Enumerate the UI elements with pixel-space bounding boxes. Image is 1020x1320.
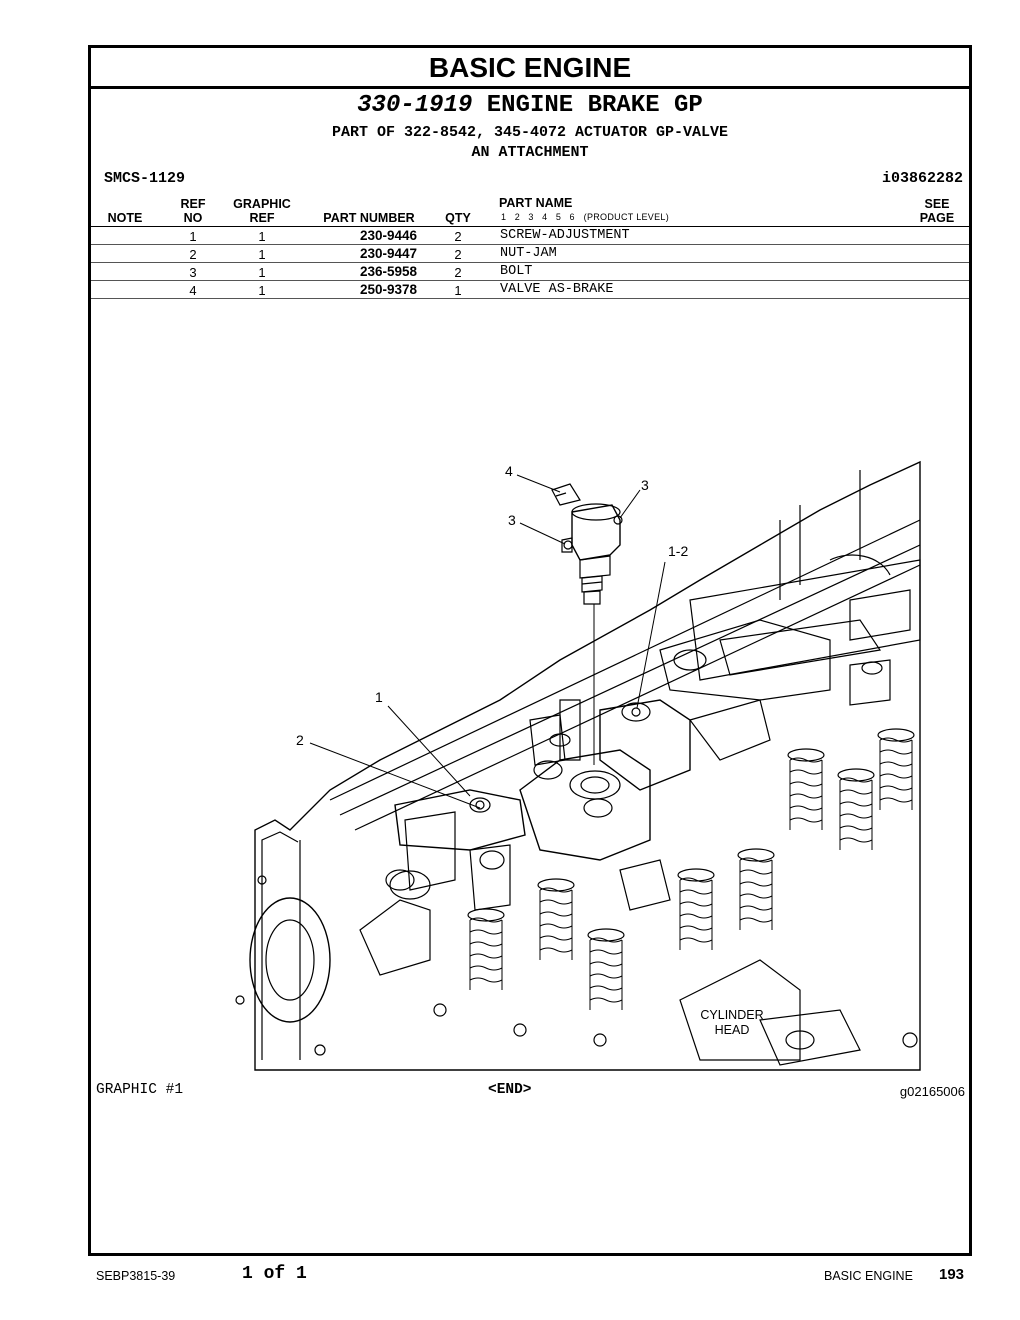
page-of: 1 of 1 bbox=[242, 1264, 307, 1284]
callout-3b: 3 bbox=[508, 512, 516, 528]
col-graphic-bottom: REF bbox=[249, 211, 275, 225]
row-part-number[interactable]: 250-9378 bbox=[359, 282, 417, 297]
group-number[interactable]: 330-1919 bbox=[357, 92, 473, 119]
col-see-bottom: PAGE bbox=[919, 211, 955, 225]
footer-section: BASIC ENGINE bbox=[824, 1269, 913, 1283]
callout-3a: 3 bbox=[641, 477, 649, 493]
engine-brake-illustration: 4 3 3 1-2 1 2 CYLINDER HEAD bbox=[235, 460, 921, 1071]
row-graphic-ref: 1 bbox=[258, 247, 266, 262]
group-title: 330-1919 ENGINE BRAKE GP bbox=[91, 92, 969, 119]
row-ref: 4 bbox=[189, 283, 197, 298]
row-ref: 3 bbox=[189, 265, 197, 280]
part-of-line: PART OF 322-8542, 345-4072 ACTUATOR GP-V… bbox=[331, 124, 729, 141]
row-graphic-ref: 1 bbox=[258, 265, 266, 280]
row-part-name: VALVE AS-BRAKE bbox=[500, 282, 614, 297]
smcs-code: SMCS-1129 bbox=[104, 170, 186, 187]
col-part-number: PART NUMBER bbox=[323, 211, 415, 225]
row-ref: 1 bbox=[189, 229, 197, 244]
row-part-number[interactable]: 230-9446 bbox=[359, 228, 417, 243]
row-part-name: BOLT bbox=[500, 264, 533, 279]
cylinder-head-label-1: CYLINDER bbox=[700, 1008, 763, 1022]
group-name: ENGINE BRAKE GP bbox=[486, 92, 703, 119]
page-number: 193 bbox=[939, 1266, 965, 1283]
row-part-name: SCREW-ADJUSTMENT bbox=[500, 228, 630, 243]
row-divider bbox=[91, 280, 969, 281]
row-qty: 2 bbox=[454, 247, 462, 262]
page-frame: BASIC ENGINE 330-1919 ENGINE BRAKE GP PA… bbox=[88, 45, 972, 1256]
callout-4: 4 bbox=[505, 463, 513, 479]
product-level-label: (PRODUCT LEVEL) bbox=[583, 212, 670, 222]
row-graphic-ref: 1 bbox=[258, 229, 266, 244]
graphic-label: GRAPHIC #1 bbox=[96, 1082, 184, 1098]
row-graphic-ref: 1 bbox=[258, 283, 266, 298]
doc-number: SEBP3815-39 bbox=[96, 1269, 176, 1283]
section-title: BASIC ENGINE bbox=[91, 48, 969, 89]
col-graphic-top: GRAPHIC bbox=[233, 197, 291, 211]
row-divider bbox=[91, 298, 969, 299]
graphic-id: g02165006 bbox=[899, 1084, 965, 1099]
row-part-name: NUT-JAM bbox=[500, 246, 557, 261]
row-divider bbox=[91, 262, 969, 263]
table-header-rule bbox=[91, 226, 969, 227]
attachment-line: AN ATTACHMENT bbox=[471, 144, 589, 161]
col-note: NOTE bbox=[107, 211, 143, 225]
info-id: i03862282 bbox=[881, 170, 963, 187]
product-level-digits: 1 2 3 4 5 6 bbox=[501, 212, 575, 222]
row-ref: 2 bbox=[189, 247, 197, 262]
callout-1-2: 1-2 bbox=[668, 543, 688, 559]
row-qty: 1 bbox=[454, 283, 462, 298]
row-divider bbox=[91, 244, 969, 245]
col-ref-top: REF bbox=[180, 197, 206, 211]
row-part-number[interactable]: 230-9447 bbox=[359, 246, 417, 261]
row-qty: 2 bbox=[454, 229, 462, 244]
product-level: 1 2 3 4 5 6 (PRODUCT LEVEL) bbox=[501, 212, 669, 222]
col-ref-bottom: NO bbox=[183, 211, 203, 225]
col-part-name: PART NAME bbox=[499, 196, 573, 210]
end-marker: <END> bbox=[488, 1082, 532, 1098]
row-qty: 2 bbox=[454, 265, 462, 280]
col-qty: QTY bbox=[445, 211, 471, 225]
row-part-number[interactable]: 236-5958 bbox=[359, 264, 417, 279]
cylinder-head-label-2: HEAD bbox=[715, 1023, 750, 1037]
callout-1: 1 bbox=[375, 689, 383, 705]
col-see-top: SEE bbox=[924, 197, 950, 211]
callout-2: 2 bbox=[296, 732, 304, 748]
